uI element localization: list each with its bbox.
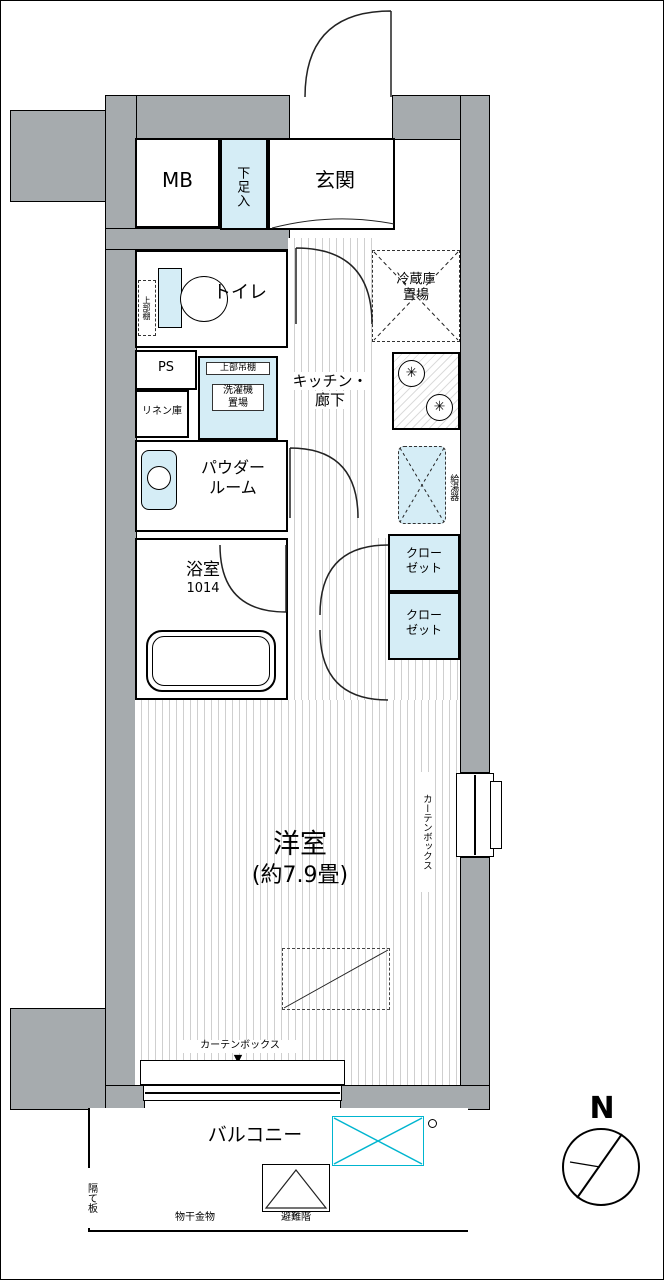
western-label-line1: 洋室 bbox=[273, 829, 327, 860]
meter-box-room bbox=[135, 138, 220, 228]
laundry-fitting-label: 物干金物 bbox=[175, 1212, 215, 1223]
toilet-bowl bbox=[180, 276, 228, 322]
entrance-room bbox=[268, 138, 395, 230]
partition-board-label: 隔て板 bbox=[84, 1168, 97, 1228]
stove-burner-1: ✳ bbox=[398, 360, 425, 387]
wall-bottom-left bbox=[105, 1085, 145, 1110]
western-room-floor-nook bbox=[388, 660, 460, 700]
balcony-window-rail bbox=[145, 1092, 340, 1094]
shoe-cabinet bbox=[220, 138, 268, 230]
pipe-space-label: PS bbox=[157, 360, 175, 375]
curtain-box-bottom bbox=[140, 1060, 345, 1085]
wall-bottom-right bbox=[340, 1085, 490, 1110]
closet-2 bbox=[388, 592, 460, 660]
kitchen-label-line1: キッチン・ bbox=[290, 372, 370, 390]
entrance-label: 玄関 bbox=[315, 168, 355, 192]
wall-stub-bottom-left bbox=[10, 1008, 106, 1110]
wall-stub-top-left bbox=[10, 110, 106, 202]
toilet-label: トイレ bbox=[213, 282, 267, 303]
washer-upper-shelf-label: 上部吊棚 bbox=[206, 362, 270, 376]
shoe-cabinet-label: 下足入 bbox=[234, 166, 250, 208]
water-heater-label: 給湯器 bbox=[448, 473, 459, 501]
curtain-box-bottom-label: カーテンボックス bbox=[178, 1040, 302, 1053]
closet-1-line1: クロー bbox=[405, 546, 442, 560]
stove-burner-2: ✳ bbox=[426, 394, 453, 421]
bathtub bbox=[146, 630, 276, 692]
powder-room-label: パウダー ルーム bbox=[178, 458, 288, 498]
compass-circle bbox=[562, 1128, 640, 1206]
curtain-box-arrow: ▼ bbox=[233, 1052, 243, 1065]
closet-2-line2: ゼット bbox=[405, 623, 442, 637]
toilet-tank bbox=[158, 268, 182, 328]
evacuation-hatch-label: 避難階 bbox=[281, 1212, 311, 1223]
closet-1-label: クロー ゼット bbox=[390, 546, 458, 576]
linen-closet-label: リネン庫 bbox=[142, 406, 182, 417]
evacuation-hatch bbox=[262, 1164, 330, 1212]
powder-sink-bowl bbox=[147, 466, 171, 490]
washer-space-label: 洗濯機 置場 bbox=[212, 384, 264, 411]
fridge-space-label: 冷蔵庫 置場 bbox=[376, 272, 456, 305]
evacuation-sign-box bbox=[332, 1116, 424, 1166]
closet-2-line1: クロー bbox=[405, 608, 442, 622]
closet-2-label: クロー ゼット bbox=[390, 608, 458, 638]
washer-label-line1: 洗濯機 bbox=[223, 385, 253, 396]
kitchen-corridor-label: キッチン・ 廊下 bbox=[290, 372, 370, 410]
wall-band-under-entry-row bbox=[105, 228, 290, 250]
closet-1 bbox=[388, 534, 460, 592]
closet-1-line2: ゼット bbox=[405, 561, 442, 575]
kitchen-label-line2: 廊下 bbox=[312, 390, 347, 409]
right-window-mullion bbox=[474, 775, 476, 855]
corridor-floor-lower bbox=[288, 538, 388, 700]
fridge-label-line2: 置場 bbox=[400, 288, 431, 304]
balcony-small-circle bbox=[428, 1119, 437, 1128]
washer-label-line2: 置場 bbox=[228, 397, 248, 409]
western-label-line2: (約7.9畳) bbox=[251, 862, 349, 888]
fridge-label-line1: 冷蔵庫 bbox=[394, 272, 438, 287]
powder-label-line2: ルーム bbox=[209, 478, 257, 497]
balcony-label: バルコニー bbox=[207, 1124, 303, 1146]
compass-north-label: N bbox=[589, 1091, 615, 1126]
toilet-upper-shelf-label: 上部棚 bbox=[142, 296, 151, 320]
wall-right-lower bbox=[460, 857, 490, 1110]
western-room-label: 洋室 (約7.9畳) bbox=[160, 828, 440, 889]
powder-label-line1: パウダー bbox=[200, 458, 265, 477]
toilet-upper-shelf bbox=[138, 280, 156, 336]
right-window-sill bbox=[490, 781, 502, 849]
linen-closet bbox=[135, 390, 189, 438]
bathtub-inner-rim bbox=[152, 636, 270, 686]
western-room-floor bbox=[135, 700, 460, 1085]
bathroom-label-line1: 浴室 bbox=[186, 560, 220, 580]
dashed-placement-box bbox=[282, 948, 390, 1010]
entrance-door-arc bbox=[304, 10, 392, 98]
wall-right-upper bbox=[460, 95, 490, 773]
curtain-box-right-label: カーテンボックス bbox=[420, 772, 432, 892]
water-heater bbox=[398, 446, 446, 524]
meter-box-label: MB bbox=[162, 168, 193, 192]
bathroom-label-line2: 1014 bbox=[186, 581, 220, 597]
pipe-space bbox=[135, 350, 197, 390]
bathroom-label: 浴室 1014 bbox=[148, 560, 258, 598]
